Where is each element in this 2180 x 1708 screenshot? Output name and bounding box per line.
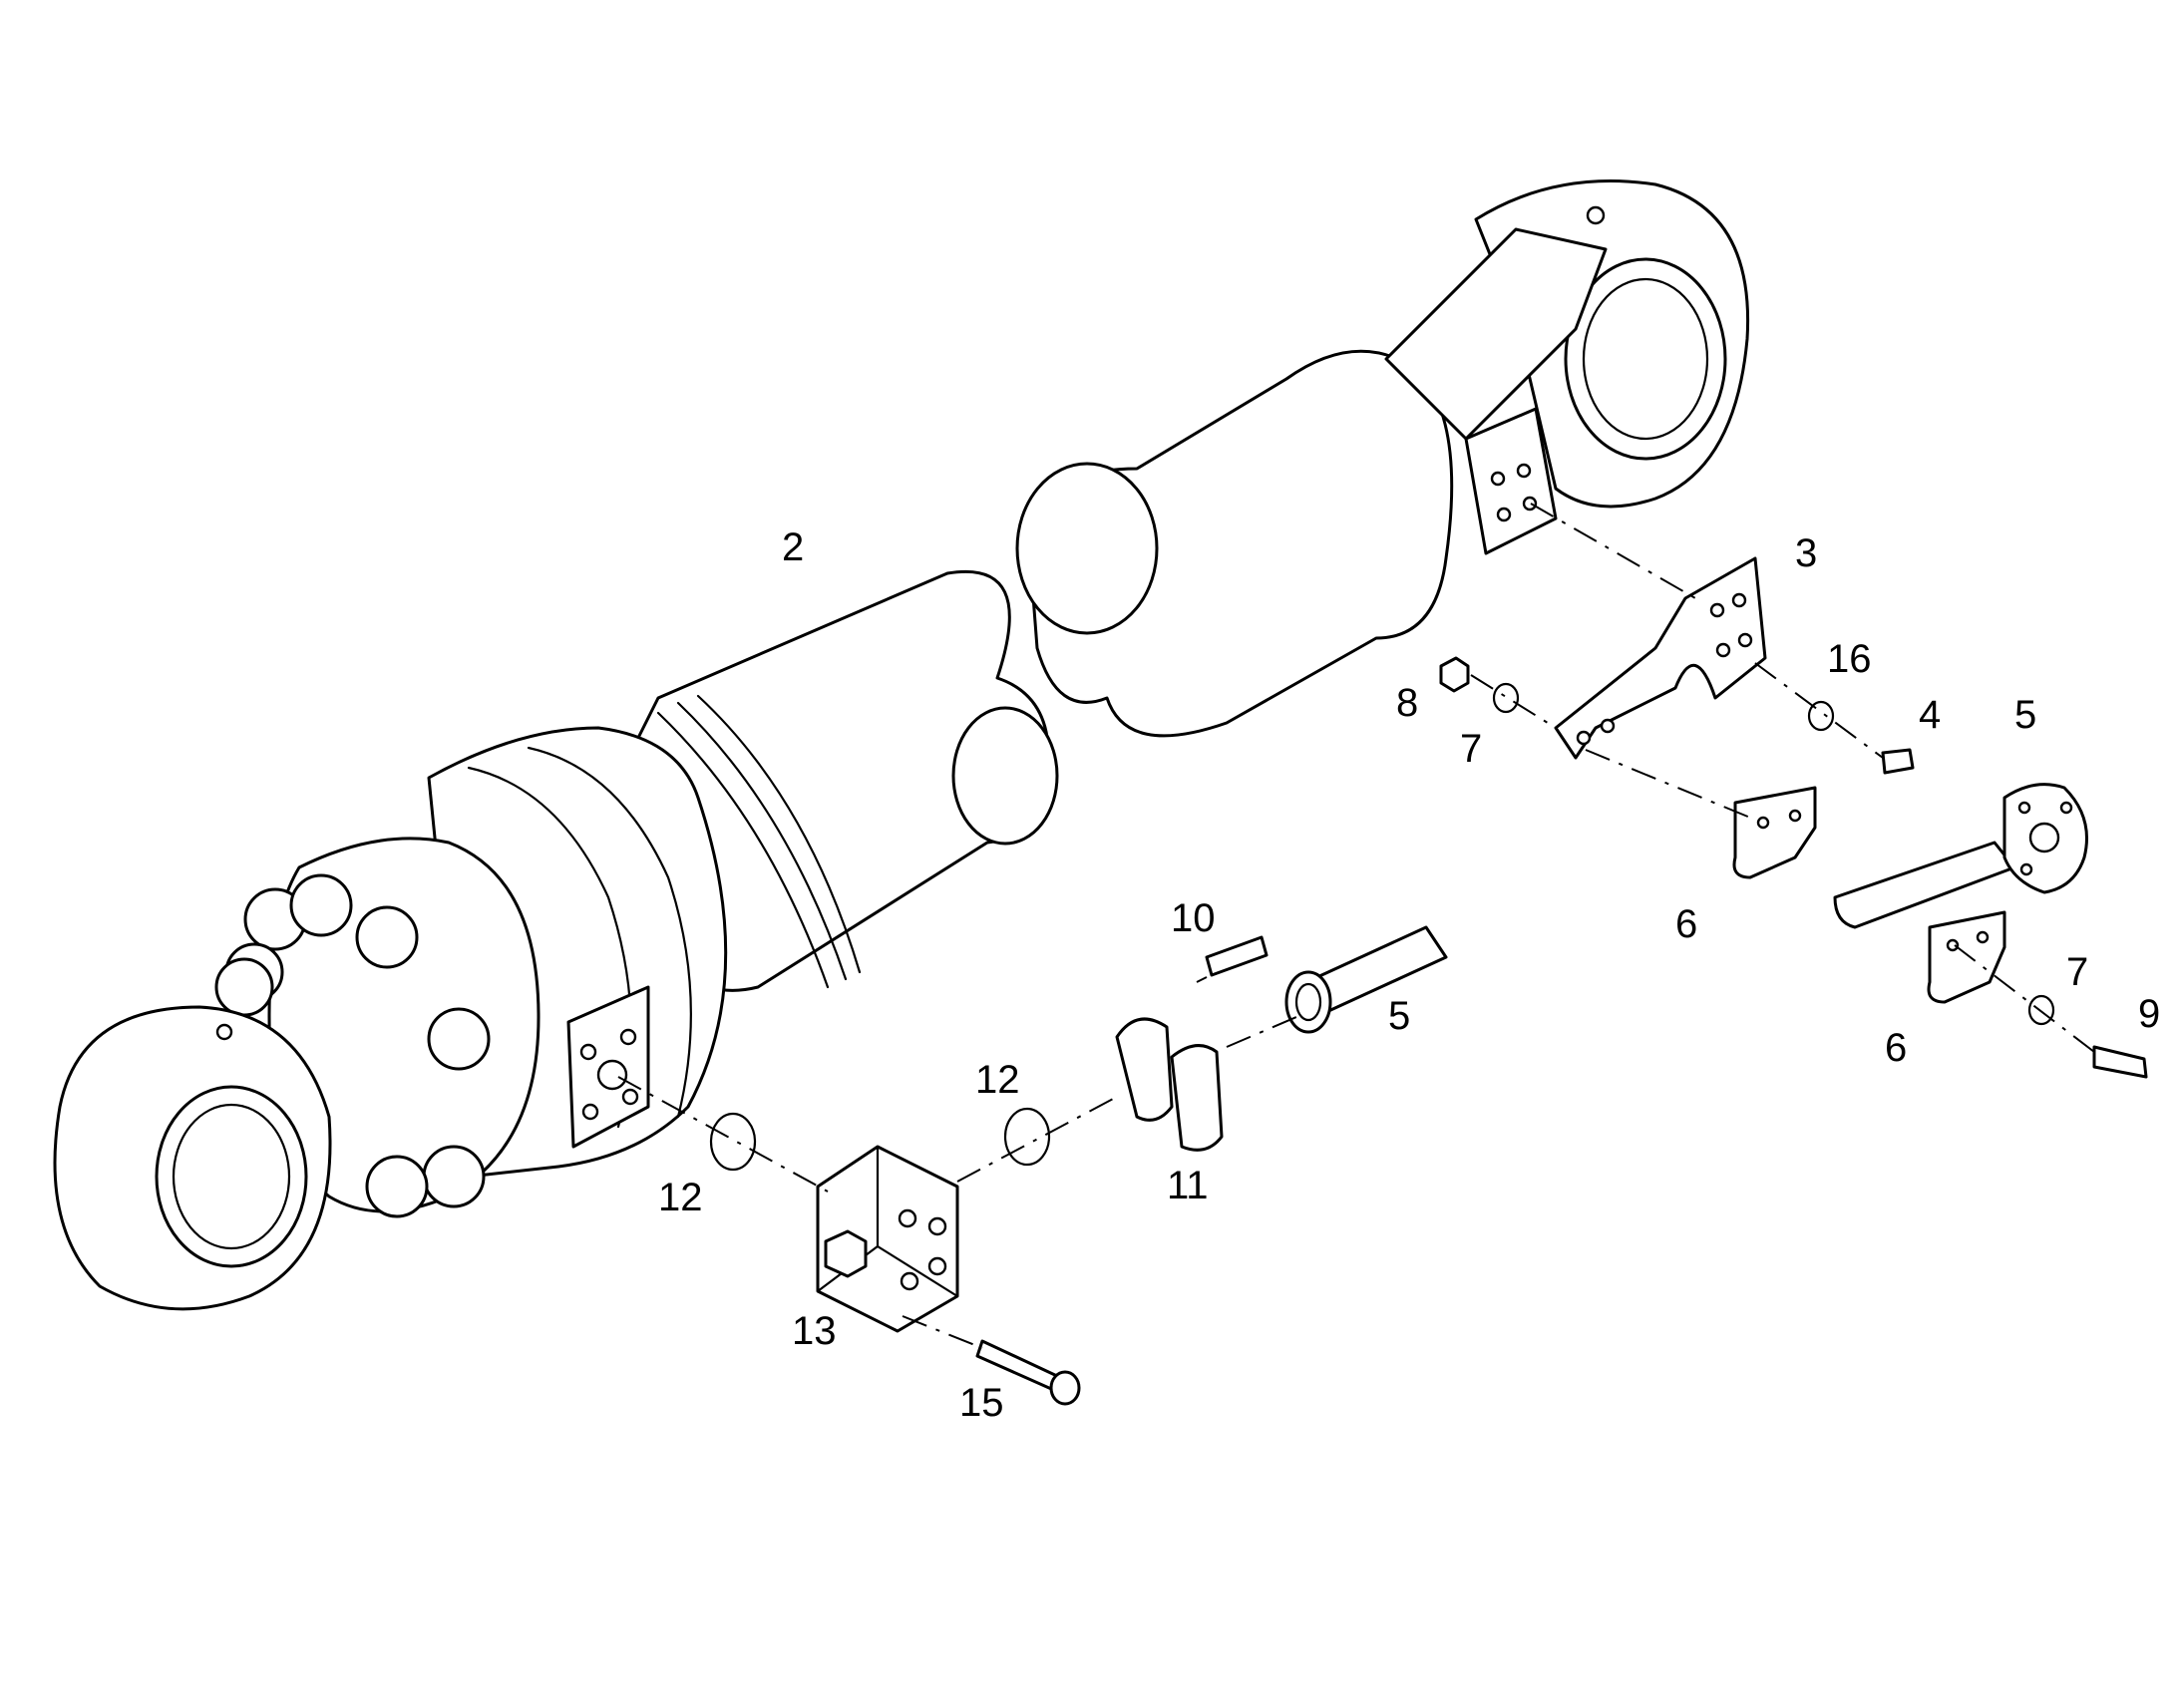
tube-port-block xyxy=(566,985,650,1149)
clip-upper xyxy=(1732,786,1817,879)
bracket xyxy=(1554,556,1767,760)
callout-5-center: 5 xyxy=(1388,994,1410,1038)
pipe-right xyxy=(1833,783,2088,929)
callout-4: 4 xyxy=(1919,693,1941,737)
washer-7-upper xyxy=(1492,682,1520,714)
assembly-lines xyxy=(617,503,2095,1349)
callouts: 2 3 4 5 5 6 6 7 7 8 9 10 11 12 12 13 15 … xyxy=(658,525,2160,1425)
piston-rod-end xyxy=(1015,179,1750,738)
bolt-head-icon xyxy=(365,1155,429,1218)
callout-9: 9 xyxy=(2138,992,2160,1036)
washer-7-lower xyxy=(2027,994,2055,1026)
callout-5-right: 5 xyxy=(2014,693,2036,737)
callout-2: 2 xyxy=(782,525,804,569)
callout-15: 15 xyxy=(959,1381,1004,1425)
bolt-head-icon xyxy=(422,1145,486,1208)
nut-8 xyxy=(1439,656,1470,693)
screw-15 xyxy=(975,1339,1081,1406)
callout-6-upper: 6 xyxy=(1675,902,1697,946)
bottom-rod-eye xyxy=(53,1005,332,1311)
callout-7-upper: 7 xyxy=(1460,727,1482,771)
bolt-9 xyxy=(2092,1045,2148,1079)
screw-10 xyxy=(1205,935,1269,977)
o-ring-right xyxy=(1003,1107,1051,1167)
washer-16 xyxy=(1807,700,1835,732)
nut-icon xyxy=(824,1229,868,1278)
bolt-4 xyxy=(1881,748,1915,775)
bolt-head-icon xyxy=(355,905,419,969)
callout-12-right: 12 xyxy=(975,1058,1020,1102)
callout-12-left: 12 xyxy=(658,1176,703,1219)
pipe-center xyxy=(1284,925,1448,1034)
callout-11: 11 xyxy=(1167,1164,1209,1207)
callout-10: 10 xyxy=(1171,896,1216,940)
clip-lower xyxy=(1927,910,2006,1004)
head-flange xyxy=(214,837,541,1218)
callout-7-lower: 7 xyxy=(2066,950,2088,994)
cylinder-tube xyxy=(427,569,1059,1179)
bolt-head-icon xyxy=(289,873,353,937)
callout-13: 13 xyxy=(792,1309,837,1353)
bolt-head-icon xyxy=(427,1007,491,1071)
valve-block xyxy=(816,1145,959,1333)
callout-3: 3 xyxy=(1795,531,1817,575)
callout-16: 16 xyxy=(1827,637,1872,681)
bolt-head-icon xyxy=(214,957,274,1017)
o-ring-left xyxy=(709,1112,757,1172)
callout-8: 8 xyxy=(1396,681,1418,725)
callout-6-lower: 6 xyxy=(1885,1026,1907,1070)
split-flange-halves xyxy=(1115,1017,1224,1152)
